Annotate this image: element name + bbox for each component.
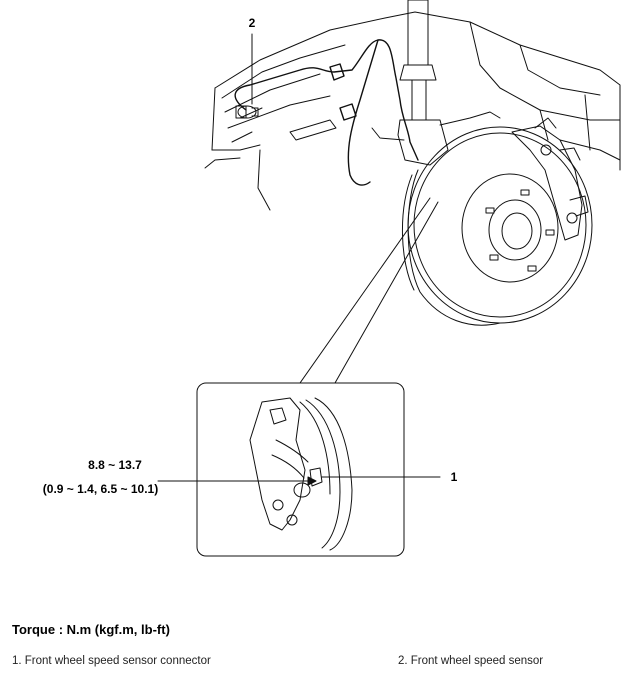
strut-assembly (371, 0, 501, 166)
torque-value-other-units: (0.9 ~ 1.4, 6.5 ~ 10.1) (42, 482, 159, 496)
torque-leader-arrow (157, 476, 317, 486)
sensor-connector-2 (235, 105, 259, 119)
callout-number-2: 2 (248, 16, 256, 30)
brake-disc (402, 126, 593, 326)
vehicle-body-panel (204, 11, 621, 211)
detail-leader-lines (299, 197, 439, 384)
legend-item-2: 2. Front wheel speed sensor (398, 655, 544, 667)
sensor-cable (234, 39, 419, 186)
detail-inset-frame (196, 382, 405, 557)
wheel-speed-sensor-diagram (157, 0, 621, 557)
legend-item-1: 1. Front wheel speed sensor connector (12, 655, 211, 667)
detail-knuckle-assembly (249, 397, 353, 551)
torque-units-heading: Torque : N.m (kgf.m, lb-ft) (12, 622, 170, 637)
torque-value-nm: 8.8 ~ 13.7 (88, 458, 142, 472)
brake-caliper (511, 117, 589, 241)
callout-number-1: 1 (450, 470, 458, 484)
